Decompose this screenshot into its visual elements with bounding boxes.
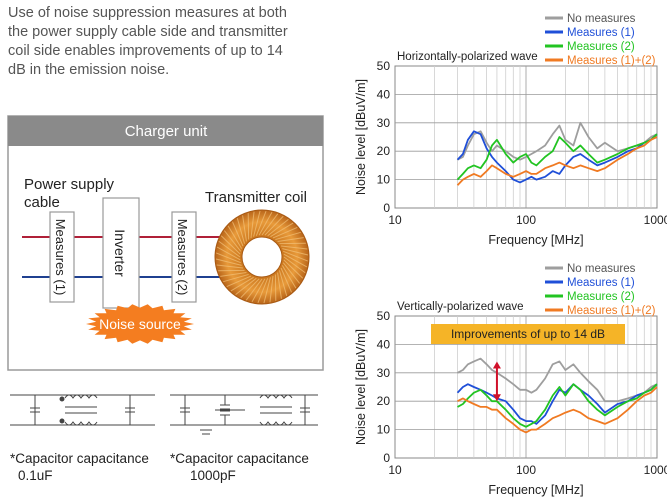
capacitor-circuit-1 xyxy=(10,394,155,426)
annotation-box xyxy=(431,324,625,344)
improvement-arrow-head xyxy=(492,361,501,369)
improvement-arrow-head xyxy=(492,394,501,402)
x-axis-label: Frequency [MHz] xyxy=(488,483,583,497)
legend-entry: Measures (1)+(2) xyxy=(567,305,656,317)
intro-text: Use of noise suppression measures at bot… xyxy=(8,4,343,80)
annotation-text: Improvements of up to 14 dB xyxy=(451,327,605,341)
legend-entry: No measures xyxy=(567,263,636,275)
y-tick-label: 50 xyxy=(377,59,391,73)
legend-entry: Measures (1)+(2) xyxy=(567,55,656,67)
coil-label: Transmitter coil xyxy=(205,189,307,206)
measures-1-block xyxy=(49,211,75,303)
legend-entry: Measures (2) xyxy=(567,291,635,303)
capacitor-note-2: *Capacitor capacitance xyxy=(170,451,309,466)
power-cable-label: cable xyxy=(24,194,60,211)
inverter-label: Inverter xyxy=(112,229,128,277)
series-line-measures-2 xyxy=(456,133,658,181)
series-line-measures-2 xyxy=(457,383,658,428)
intro-line: Use of noise suppression measures at bot… xyxy=(8,5,287,21)
series-line-measures-1 xyxy=(456,130,658,184)
y-tick-label: 10 xyxy=(377,423,391,437)
y-axis-label: Noise level [dBuV/m] xyxy=(354,79,368,195)
y-tick-label: 20 xyxy=(377,144,391,158)
series-line-no-measures xyxy=(457,357,658,403)
legend-entry: No measures xyxy=(567,13,636,25)
series-line-no-measures xyxy=(457,121,658,161)
y-tick-label: 40 xyxy=(377,87,391,101)
legend-entry: Measures (2) xyxy=(567,41,635,53)
charger-unit-title: Charger unit xyxy=(125,123,208,140)
capacitor-circuit-2 xyxy=(170,394,318,435)
series-line-measures-1 xyxy=(456,383,658,425)
capacitor-note-2-value: 1000pF xyxy=(190,468,236,483)
intro-line: coil side enables improvements of up to … xyxy=(8,43,283,59)
measures-1-label: Measures (1) xyxy=(53,219,68,296)
intro-line: the power supply cable side and transmit… xyxy=(8,24,288,40)
x-tick-label: 10 xyxy=(388,213,402,227)
x-tick-label: 100 xyxy=(516,213,536,227)
legend-entry: Measures (1) xyxy=(567,277,635,289)
noise-source-burst: Noise source xyxy=(86,304,194,344)
y-tick-label: 40 xyxy=(377,337,391,351)
noise-source-label: Noise source xyxy=(99,316,181,332)
x-tick-label: 1000 xyxy=(644,213,667,227)
y-tick-label: 0 xyxy=(383,201,390,215)
x-tick-label: 1000 xyxy=(644,463,667,477)
y-axis-label: Noise level [dBuV/m] xyxy=(354,329,368,445)
chart-title: Vertically-polarized wave xyxy=(397,301,524,313)
x-tick-label: 100 xyxy=(516,463,536,477)
capacitor-note-1-value: 0.1uF xyxy=(18,468,53,483)
power-cable-label: Power supply xyxy=(24,176,115,193)
y-tick-label: 30 xyxy=(377,116,391,130)
series-line-measures-1-2 xyxy=(456,136,658,186)
horizontal-polarization-chart: 01020304050101001000Frequency [MHz]Noise… xyxy=(354,13,667,247)
y-tick-label: 30 xyxy=(377,366,391,380)
charger-diagram: Charger unit Power supply cable Transmit… xyxy=(7,115,324,483)
capacitor-note-1: *Capacitor capacitance xyxy=(10,451,149,466)
y-tick-label: 20 xyxy=(377,394,391,408)
series-line-measures-1-2 xyxy=(457,386,658,434)
measures-2-label: Measures (2) xyxy=(175,219,190,296)
charger-unit-header xyxy=(8,116,323,146)
measures-2-block xyxy=(171,211,197,303)
transmitter-coil xyxy=(214,209,310,305)
x-axis-label: Frequency [MHz] xyxy=(488,233,583,247)
x-tick-label: 10 xyxy=(388,463,402,477)
y-tick-label: 50 xyxy=(377,309,391,323)
chart-title: Horizontally-polarized wave xyxy=(397,51,538,63)
vertical-polarization-chart: 01020304050101001000Frequency [MHz]Noise… xyxy=(354,263,667,497)
legend-entry: Measures (1) xyxy=(567,27,635,39)
y-tick-label: 10 xyxy=(377,173,391,187)
intro-line: dB in the emission noise. xyxy=(8,62,170,78)
y-tick-label: 0 xyxy=(383,451,390,465)
